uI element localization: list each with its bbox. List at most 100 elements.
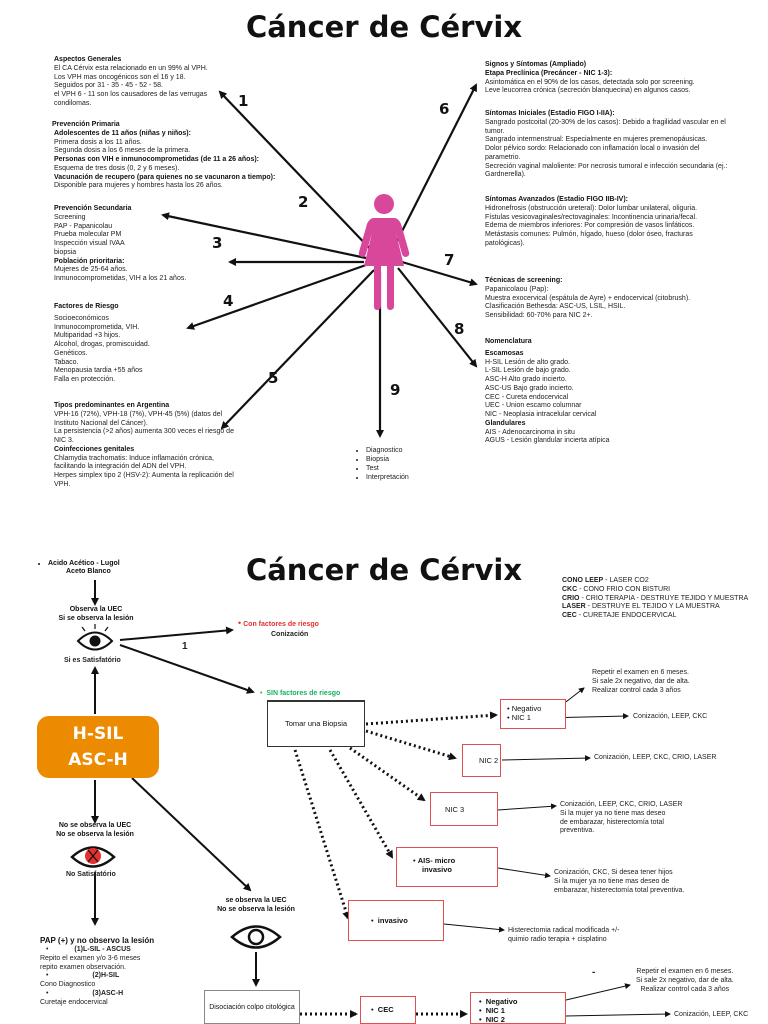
- repetir-line: Si sale 2x negativo, dar de alta.: [592, 677, 690, 685]
- nic3-result-block: Conización, LEEP, CKC, CRIO, LASER Si la…: [560, 801, 682, 836]
- tipos-block: Tipos predominantes en Argentina VPH-16 …: [54, 402, 234, 490]
- arrow-6: [389, 83, 477, 256]
- con-factores-block: • Con factores de riesgo Conización: [238, 618, 319, 638]
- biopsia-label: Tomar una Biopsia: [284, 719, 348, 728]
- signos-subheading: Etapa Preclínica (Precáncer - NIC 1-3):: [485, 69, 613, 77]
- prev-primaria-line: Primera dosis a los 11 años.: [54, 138, 142, 146]
- legend-value: - CURETAJE ENDOCERVICAL: [576, 612, 677, 619]
- prev-secundaria-line: PAP - Papanicolau: [54, 222, 113, 230]
- number-3: 3: [212, 234, 223, 252]
- escamosas-line: ASC-H Alto grado incierto.: [485, 376, 567, 383]
- tipos-line: La persistencia (>2 años) aumenta 300 ve…: [54, 428, 234, 436]
- iniciales-heading: Síntomas Iniciales (Estadio FIGO I-IIA):: [485, 110, 615, 117]
- box-line: NIC 1: [485, 1006, 505, 1015]
- tipos-heading: Tipos predominantes en Argentina: [54, 402, 170, 409]
- aspectos-line: Los VPH mas oncogénicos son el 16 y 18.: [54, 73, 186, 81]
- aceto-line: Aceto Blanco: [66, 568, 111, 576]
- legend-value: - CONO FRIO CON BISTURI: [577, 585, 671, 593]
- prev-primaria-block: Prevención Primaria Adolescentes de 11 a…: [52, 121, 275, 191]
- tipos-line: Instituto Nacional del Cáncer).: [54, 419, 148, 427]
- factores-line: Falla en protección.: [54, 376, 116, 383]
- ais-result-block: Conización, CKC, Si desea tener hijos Si…: [554, 869, 684, 895]
- escamosas-line: ASC-US Bajo grado incierto.: [485, 384, 574, 392]
- repetir-line: Si sale 2x negativo, dar de alta.: [636, 976, 734, 984]
- number-2: 2: [298, 193, 309, 211]
- pap-item-heading: (2)H-SIL: [92, 972, 120, 980]
- dash-label: -: [592, 967, 596, 978]
- avanzados-heading: Síntomas Avanzados (Estadio FIGO IIB-IV)…: [485, 196, 628, 203]
- sin-factores-label: SIN factores de riesgo: [266, 690, 341, 697]
- negativo2-result: Conización, LEEP, CKC: [674, 1011, 749, 1018]
- factores-line: Menopausia tardia +55 años: [54, 367, 143, 375]
- acido-line: Acido Acético - Lugol: [48, 559, 120, 568]
- nic3-box: NIC 3: [430, 792, 498, 826]
- repetir1-block: Repetir el examen en 6 meses. Si sale 2x…: [592, 669, 690, 695]
- bullet-item: Test: [366, 464, 409, 473]
- pap-item-line: repito examen observación.: [40, 963, 126, 971]
- invasivo-box: • invasivo: [348, 900, 444, 941]
- iniciales-line: Gardnerella).: [485, 171, 526, 179]
- prev-primaria-item-heading: Vacunación de recupero (para quienes no …: [54, 173, 276, 181]
- number-1: 1: [238, 92, 249, 110]
- factores-line: Alcohol, drogas, promiscuidad.: [54, 341, 150, 348]
- tecnicas-line: Clasificación Bethesda: ASC-US, LSIL, HS…: [485, 303, 626, 311]
- factores-heading: Factores de Riesgo: [54, 303, 119, 310]
- tecnicas-line: Muestra exocervical (espátula de Ayre) +…: [485, 294, 691, 302]
- tecnicas-block: Técnicas de screening: Papanicolaou (Pap…: [485, 277, 690, 321]
- legend-value: - LASER CO2: [603, 577, 649, 584]
- ais-line: AIS- micro: [417, 856, 456, 865]
- no-observa-line: No se observa la lesión: [56, 830, 134, 838]
- iniciales-line: Sangrado postcoital (20-30% de los casos…: [485, 118, 726, 126]
- aspectos-block: Aspectos Generales El CA Cérvix esta rel…: [54, 56, 208, 109]
- se-observa-line: No se observa la lesión: [217, 905, 295, 913]
- repetir-line: Realizar control cada 3 años: [592, 686, 681, 694]
- arrow-4: [186, 263, 367, 330]
- factores-line: Multiparidad +3 hijos.: [54, 332, 121, 340]
- pap-heading: PAP (+) y no observo la lesión: [40, 936, 155, 945]
- page2-title: Cáncer de Cérvix: [245, 553, 523, 587]
- factores-line: Genéticos.: [54, 349, 88, 357]
- pap-item-line: Curetaje endocervical: [40, 998, 108, 1006]
- avanzados-line: Fístulas vesicovaginales/rectovaginales:…: [485, 213, 698, 221]
- biopsia-box: Tomar una Biopsia: [267, 700, 365, 747]
- signos-line: Leve leucorrea crónica (secreción blanqu…: [485, 87, 691, 95]
- iniciales-line: Dolor pélvico sordo: Relacionado con inf…: [485, 145, 700, 152]
- invasivo-label: invasivo: [377, 916, 408, 925]
- glandulares-heading: Glandulares: [485, 419, 526, 427]
- hsil-box: H-SIL ASC-H: [37, 716, 159, 778]
- nomenclatura-heading: Nomenclatura: [485, 338, 532, 345]
- biopsia-top-border: [267, 700, 365, 703]
- box-line: NIC 1: [511, 713, 531, 722]
- nic2-box: NIC 2: [462, 744, 501, 777]
- coinfecciones-line: Chlamydia trachomatis: Induce inflamació…: [54, 454, 214, 462]
- disociacion-box: Disociación colpo citológica: [204, 990, 300, 1024]
- prev-primaria-item-heading: Adolescentes de 11 años (niñas y niños):: [54, 129, 191, 137]
- pap-item-line: Repito el examen y/o 3-6 meses: [40, 954, 141, 962]
- legend-value: - CRIO TERAPIA - DESTRUYE TEJIDO Y MUEST…: [579, 594, 749, 602]
- cec-label: CEC: [377, 1005, 394, 1014]
- poblacion-line: Mujeres de 25-64 años.: [54, 266, 128, 274]
- aspectos-line: Seguidos por 31 - 35 - 45 - 52 - 58.: [54, 82, 163, 90]
- no-observa-line: No se observa la UEC: [58, 822, 132, 829]
- avanzados-line: Hidronefrosis (obstrucción ureteral): Do…: [485, 204, 698, 212]
- woman-icon: [358, 194, 410, 310]
- se-observa-block: se observa la UEC No se observa la lesió…: [206, 897, 306, 915]
- factores-line: Inmunocomprometida, VIH.: [54, 323, 140, 331]
- number-6: 6: [439, 100, 450, 118]
- repetir-line: Repetir el examen en 6 meses.: [636, 968, 734, 975]
- glandulares-line: AGUS - Lesión glandular incierta atípica: [485, 437, 610, 445]
- conizacion-label: Conización: [271, 630, 309, 638]
- factores-line: Socioeconómicos: [54, 314, 109, 322]
- iniciales-line: parametrio.: [485, 153, 521, 161]
- escamosas-line: CEC - Cureta endocervical: [485, 393, 569, 401]
- factores-line: Tabaco.: [54, 358, 79, 366]
- satisfactorio-label: Si es Satisfatório: [64, 657, 121, 664]
- box-line: Negativo: [485, 997, 518, 1006]
- legend-key: CONO LEEP: [562, 577, 604, 584]
- repetir2-block: Repetir el examen en 6 meses. Si sale 2x…: [636, 968, 734, 994]
- coinfecciones-line: facilitando la integración del ADN del V…: [54, 463, 187, 471]
- no-observa-block: No se observa la UEC No se observa la le…: [40, 822, 150, 840]
- tecnicas-heading: Técnicas de screening:: [485, 277, 563, 284]
- avanzados-block: Síntomas Avanzados (Estadio FIGO IIB-IV)…: [485, 196, 697, 249]
